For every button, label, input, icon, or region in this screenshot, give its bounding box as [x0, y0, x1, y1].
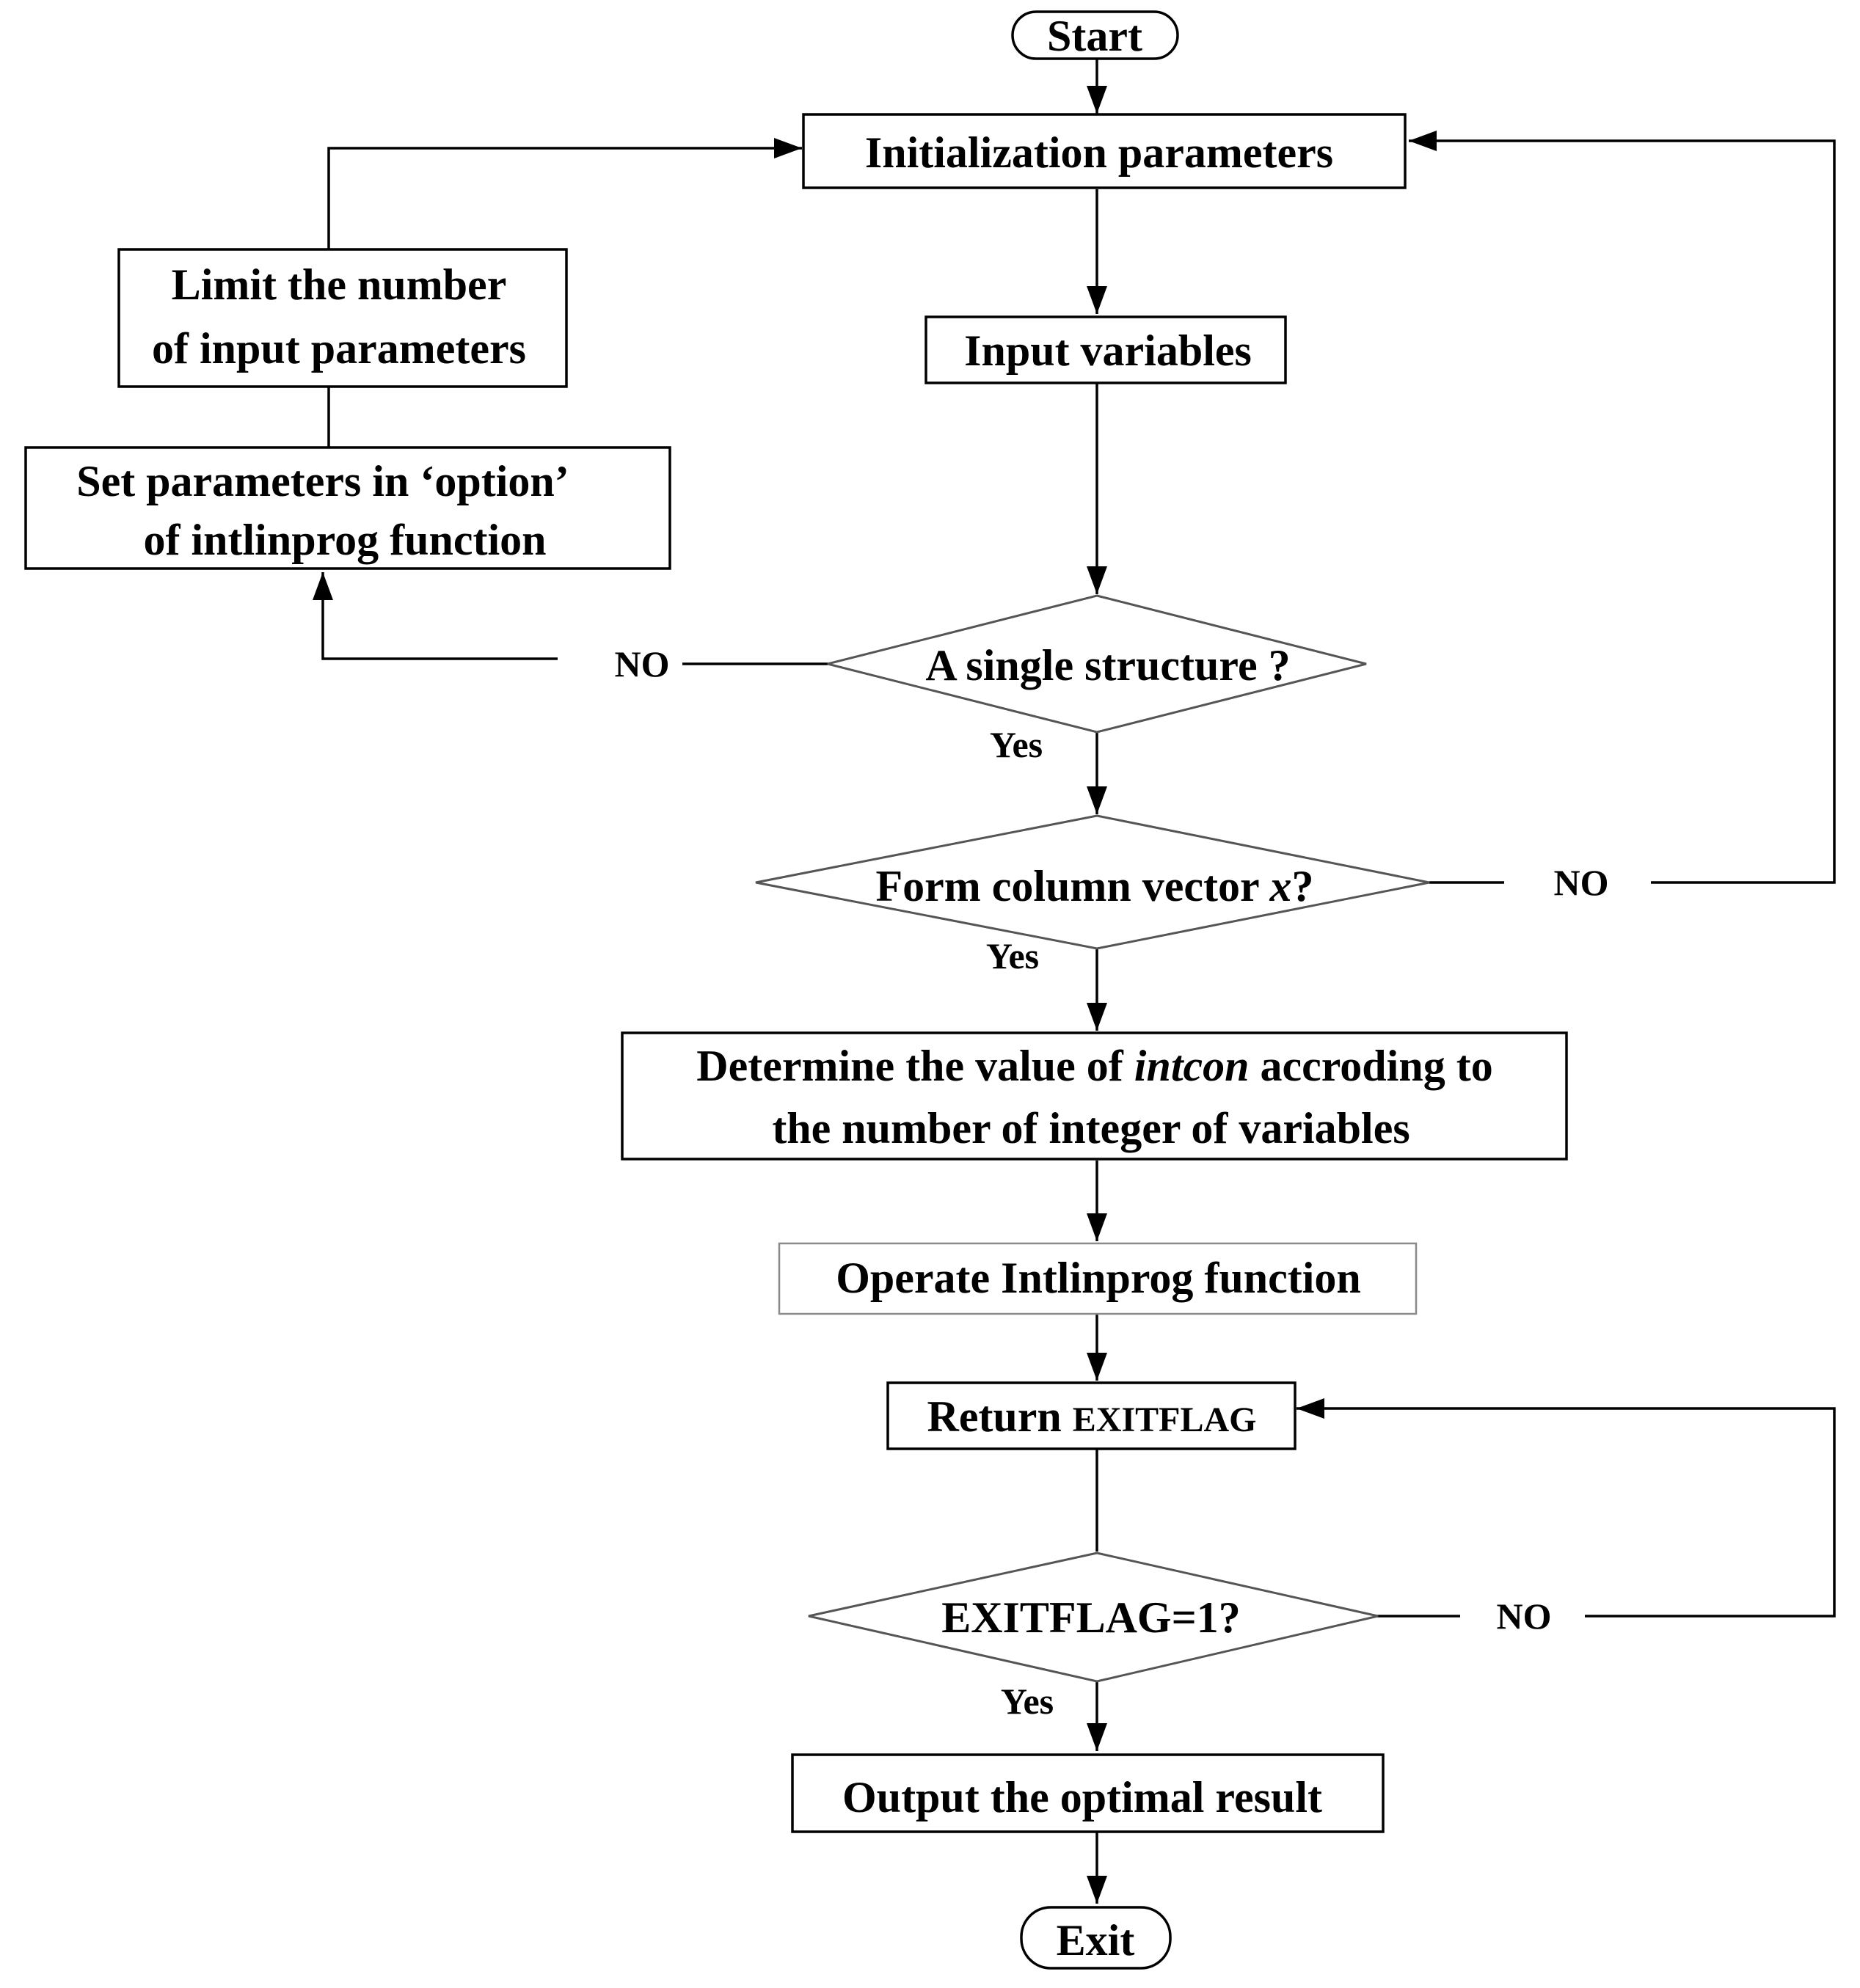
single-structure-label: A single structure ?	[925, 641, 1290, 690]
setparams-label-line1: Set parameters in ‘option’	[76, 457, 569, 505]
form-no-label: NO	[1554, 862, 1609, 903]
output-label: Output the optimal result	[842, 1773, 1322, 1821]
start-label: Start	[1047, 12, 1142, 60]
operate-label: Operate Intlinprog function	[836, 1254, 1361, 1302]
form-yes-label: Yes	[986, 935, 1039, 976]
arrow-exitflag-no-to-return	[1296, 1398, 1836, 1618]
exit-label: Exit	[1057, 1916, 1135, 1965]
limit-label-line2: of input parameters	[152, 324, 526, 373]
exitflag-yes-label: Yes	[1001, 1681, 1054, 1722]
single-yes-label: Yes	[990, 724, 1043, 765]
connectors	[313, 53, 1836, 1904]
form-vector-label: Form column vector x?	[875, 862, 1313, 910]
return-box: Return EXITFLAG	[886, 1381, 1296, 1450]
decision-exitflag: EXITFLAG=1? NO Yes	[808, 1552, 1552, 1722]
exitflag-check-label: EXITFLAG=1?	[941, 1593, 1241, 1642]
single-no-label: NO	[615, 643, 670, 684]
input-box: Input variables	[924, 315, 1287, 384]
setparams-box: Set parameters in ‘option’ of intlinprog…	[24, 446, 671, 570]
determine-box: Determine the value of intcon accroding …	[621, 1031, 1568, 1161]
exitflag-no-label: NO	[1497, 1596, 1552, 1637]
setparams-label-line2: of intlinprog function	[144, 516, 547, 564]
determine-label-line2: the number of integer of variables	[772, 1104, 1409, 1152]
return-label: Return EXITFLAG	[927, 1392, 1256, 1441]
start-terminal: Start	[1011, 10, 1179, 60]
determine-label-line1: Determine the value of intcon accroding …	[696, 1042, 1492, 1090]
arrow-form-no-to-init	[1409, 131, 1836, 884]
exit-terminal: Exit	[1020, 1906, 1172, 1970]
operate-box: Operate Intlinprog function	[778, 1242, 1418, 1315]
limit-label-line1: Limit the number	[172, 260, 507, 309]
init-box: Initialization parameters	[802, 113, 1407, 189]
output-box: Output the optimal result	[791, 1753, 1385, 1833]
input-label: Input variables	[964, 326, 1252, 375]
arrow-limit-to-init	[327, 138, 802, 249]
decision-single-structure: A single structure ? NO Yes	[615, 594, 1367, 765]
init-label: Initialization parameters	[865, 128, 1333, 177]
limit-box: Limit the number of input parameters	[117, 248, 568, 388]
decision-form-vector: Form column vector x? NO Yes	[755, 814, 1609, 976]
arrow-single-no-to-setparams-b	[313, 572, 558, 660]
